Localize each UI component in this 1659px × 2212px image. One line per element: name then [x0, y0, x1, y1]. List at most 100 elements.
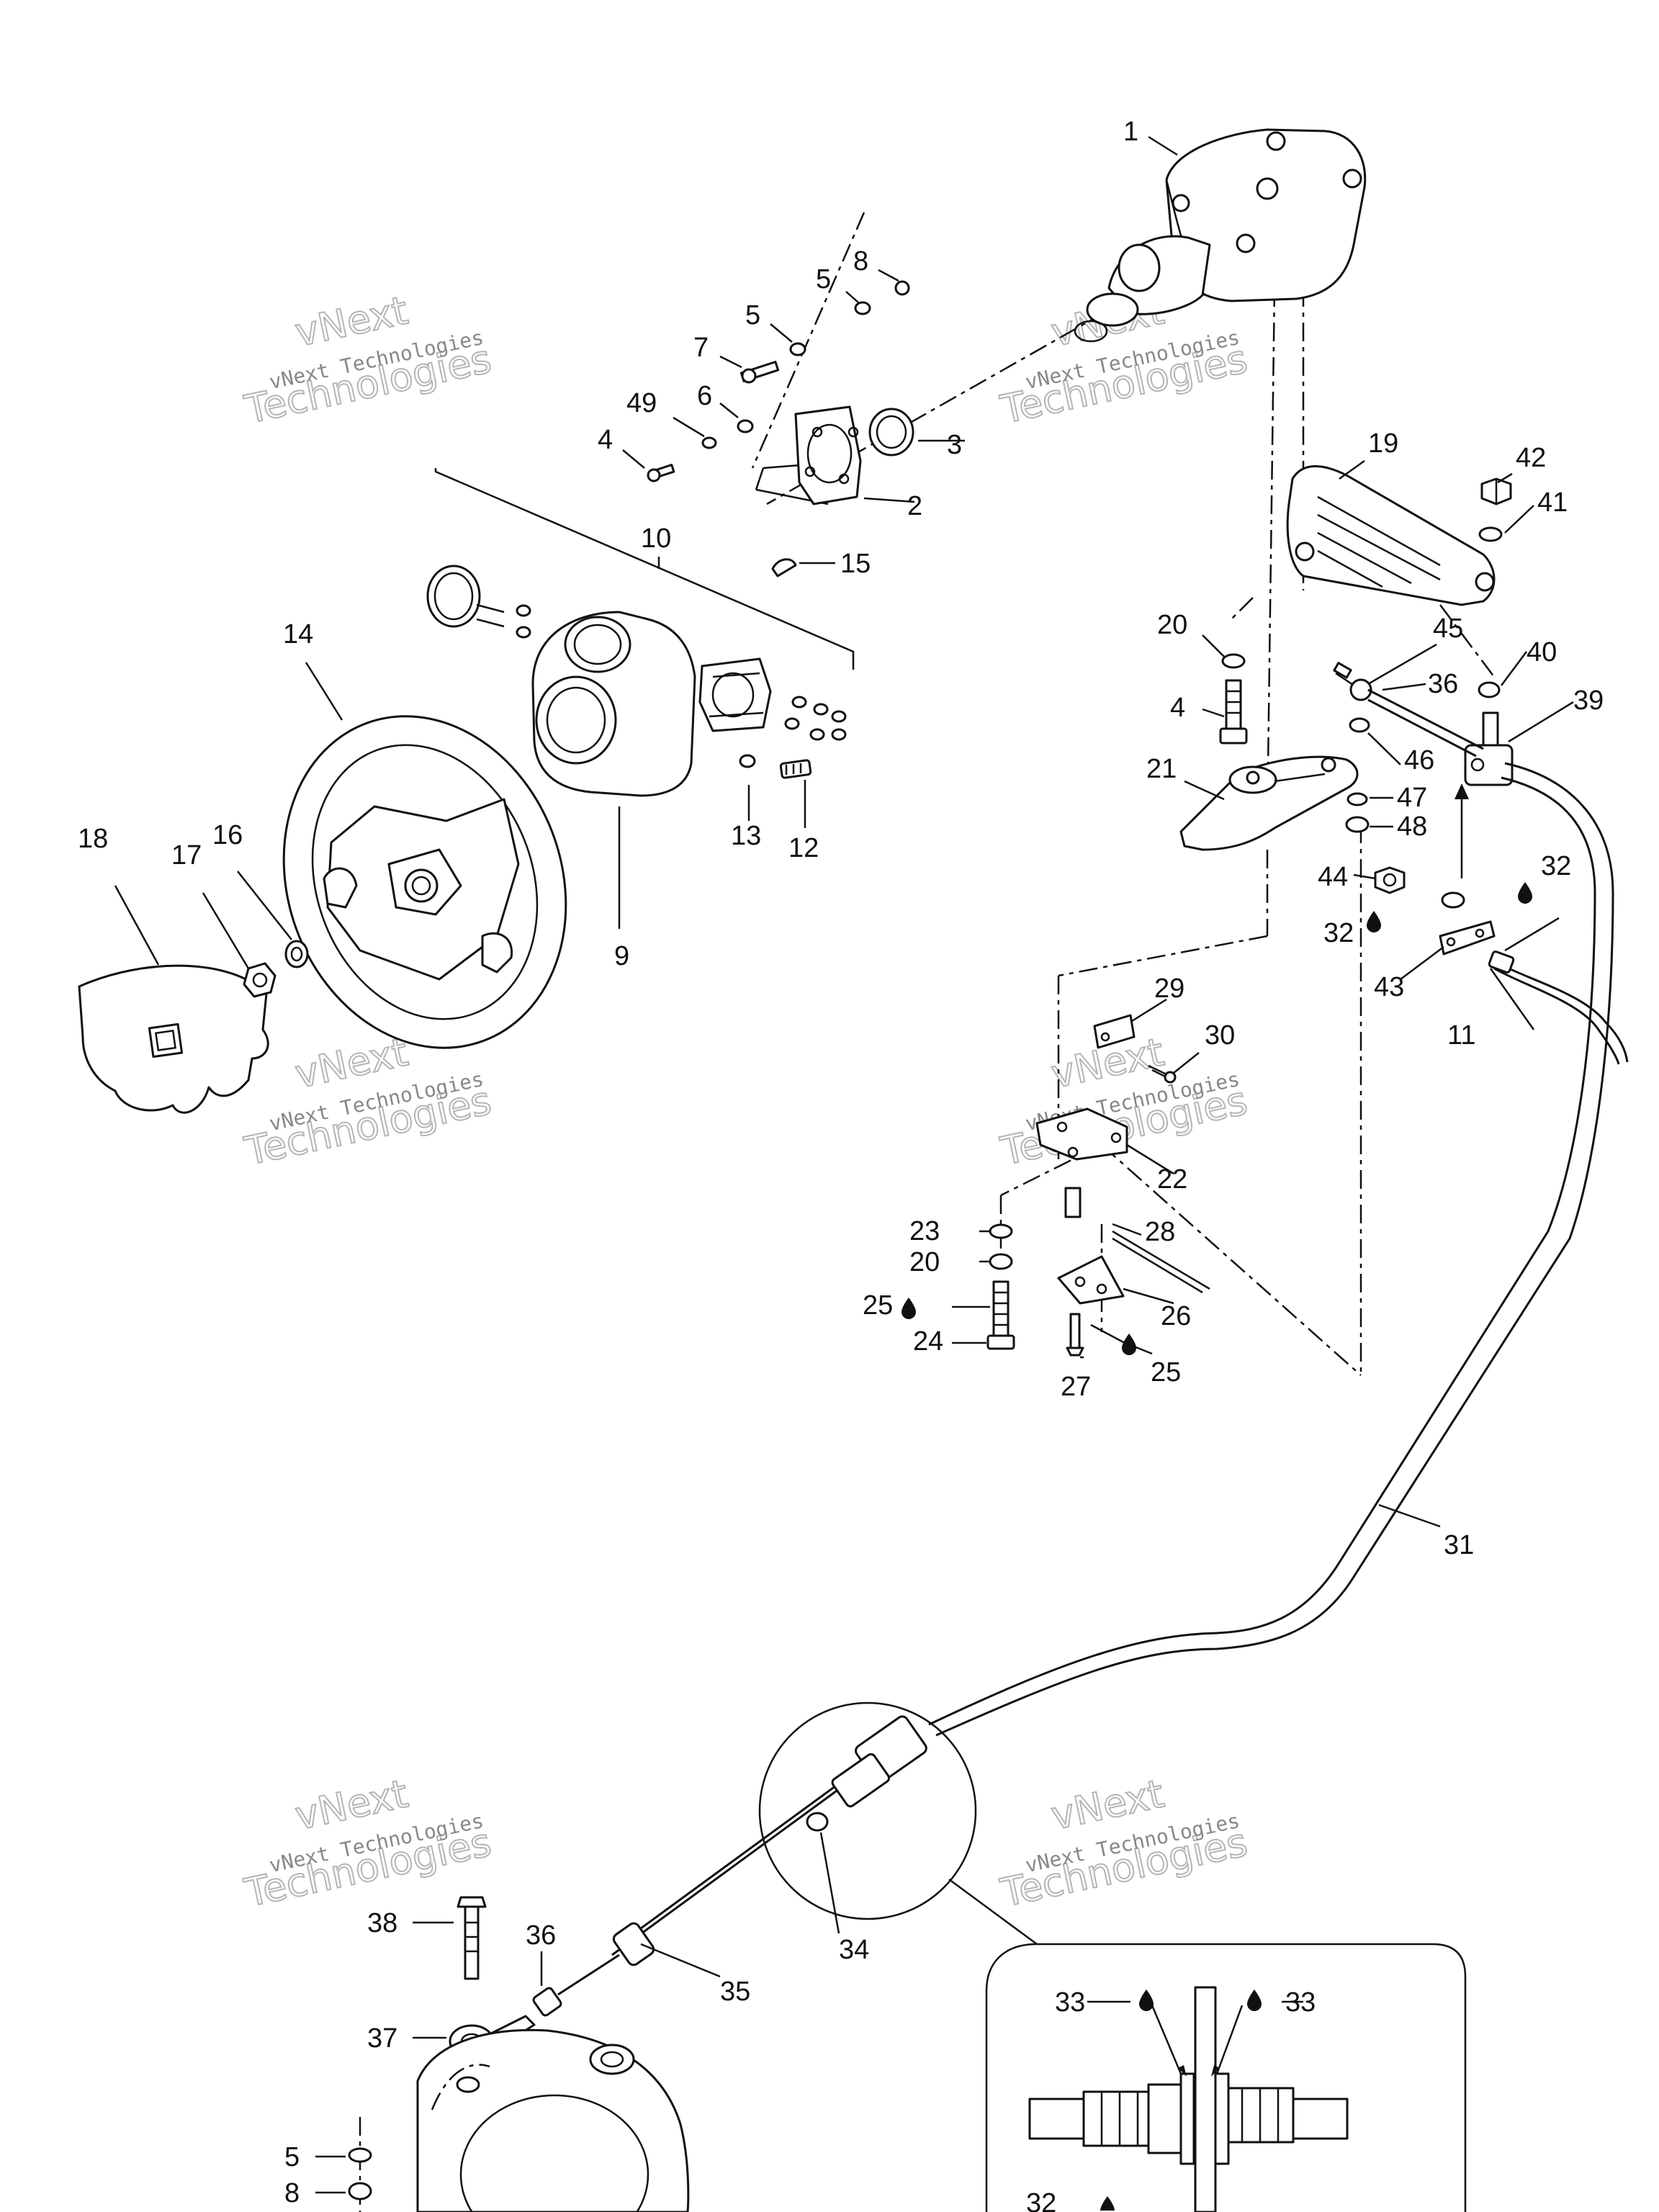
callout-labels: 1 2 3 8 5 5 7 6 49 4 15 10 14 9 13 12 18… [78, 117, 1604, 2212]
callout-38: 38 [367, 1908, 397, 1938]
callout-41: 41 [1537, 487, 1568, 518]
oil-drop-icon [1139, 1990, 1154, 2011]
switch-housing [698, 657, 772, 732]
callout-37: 37 [367, 2023, 397, 2054]
washer-6 [737, 419, 754, 433]
nut-8-top [894, 280, 910, 296]
helm-housing [1074, 128, 1367, 343]
key-15 [771, 558, 797, 577]
cover-assembly-bracket [434, 468, 855, 670]
lever-19 [1286, 465, 1496, 606]
washer-20-low [989, 1253, 1013, 1270]
callout-45: 45 [1433, 613, 1463, 644]
callout-46: 46 [1404, 745, 1434, 775]
washer-16 [284, 940, 309, 968]
screw-4-top [647, 464, 675, 482]
bushing-40 [1478, 681, 1501, 698]
oil-drop-icon [1247, 1990, 1262, 2011]
callout-20: 20 [1157, 610, 1187, 640]
bolt-24 [986, 1280, 1015, 1350]
seal-ring [868, 408, 914, 457]
button-knob [426, 565, 505, 628]
washer-5-right [854, 301, 871, 315]
nut-48 [1345, 816, 1370, 833]
washer-41 [1478, 526, 1503, 542]
callout-32: 32 [1323, 918, 1354, 948]
oil-drop-icon [1122, 1334, 1136, 1355]
callout-17: 17 [171, 840, 202, 871]
screw-27 [1066, 1313, 1084, 1357]
steering-cover [531, 611, 696, 797]
washer-5-bottom [348, 2147, 372, 2163]
callout-4: 4 [1170, 693, 1185, 723]
callout-39: 39 [1573, 685, 1604, 716]
callout-6: 6 [697, 381, 712, 411]
small-washers-10 [516, 604, 847, 741]
oil-drop-icon [1367, 911, 1381, 932]
callout-11: 11 [1447, 1020, 1475, 1051]
callout-21: 21 [1146, 754, 1177, 784]
callout-13: 13 [731, 821, 761, 851]
callout-18: 18 [78, 824, 108, 854]
callout-32: 32 [1541, 851, 1571, 881]
callout-24: 24 [913, 1326, 943, 1357]
jet-pump-housing [416, 2028, 690, 2212]
callout-16: 16 [212, 820, 243, 850]
clip-29 [1093, 1014, 1136, 1049]
arm-21 [1179, 755, 1359, 851]
hub-cover [78, 964, 269, 1114]
sleeve-28 [1064, 1187, 1210, 1294]
callout-33: 33 [1285, 1987, 1316, 2018]
callout-22: 22 [1157, 1164, 1187, 1195]
callout-42: 42 [1516, 443, 1546, 473]
callout-15: 15 [840, 549, 871, 579]
callout-35: 35 [720, 1977, 750, 2007]
spacer-23 [989, 1223, 1013, 1239]
screw-7 [739, 361, 780, 384]
callout-2: 2 [907, 491, 922, 521]
callout-26: 26 [1161, 1301, 1191, 1331]
rod-end-36-lower [532, 1954, 620, 2017]
callout-12: 12 [788, 833, 819, 863]
callout-1: 1 [1123, 117, 1138, 147]
watermark-group-top-left: vNext Technologies vNext Technologies [240, 287, 495, 433]
plate-22 [1035, 1107, 1128, 1161]
callout-32: 32 [1026, 2188, 1056, 2212]
callout-23: 23 [909, 1216, 940, 1246]
callout-31: 31 [1444, 1530, 1474, 1560]
nut-44 [1374, 866, 1406, 894]
inset-detail [985, 1943, 1467, 2212]
callout-28: 28 [1145, 1217, 1175, 1247]
watermark-group-low-left: vNext Technologies vNext Technologies [240, 1770, 495, 1916]
callout-48: 48 [1397, 811, 1427, 842]
callout-7: 7 [693, 333, 709, 363]
nut-42 [1480, 477, 1512, 505]
washer-20-top [1221, 653, 1246, 669]
support-plate [794, 405, 862, 505]
joint-39 [1464, 711, 1514, 786]
callout-4: 4 [598, 425, 613, 455]
collar-35 [612, 1922, 655, 1966]
callout-33: 33 [1055, 1987, 1085, 2018]
washer-13 [739, 754, 756, 768]
callout-29: 29 [1154, 974, 1184, 1004]
callout-27: 27 [1061, 1372, 1091, 1402]
washer-5-top [789, 342, 806, 356]
callout-44: 44 [1318, 862, 1348, 892]
callout-43: 43 [1374, 972, 1404, 1002]
bolt-4-right [1219, 679, 1248, 745]
callout-34: 34 [839, 1935, 869, 1965]
plate-26 [1057, 1255, 1125, 1305]
callout-10: 10 [641, 523, 671, 554]
ball-joint-45 [1333, 662, 1372, 701]
callout-5: 5 [284, 2142, 300, 2172]
callout-3: 3 [947, 430, 962, 460]
oil-drop-icon [1518, 882, 1532, 904]
callout-25: 25 [863, 1290, 893, 1321]
watermark-group-low-right: vNext Technologies vNext Technologies [996, 1770, 1251, 1916]
callout-19: 19 [1368, 428, 1398, 459]
callout-25: 25 [1151, 1357, 1181, 1388]
cable-11 [1488, 950, 1629, 1065]
cable-fitting-34 [806, 1715, 927, 1832]
